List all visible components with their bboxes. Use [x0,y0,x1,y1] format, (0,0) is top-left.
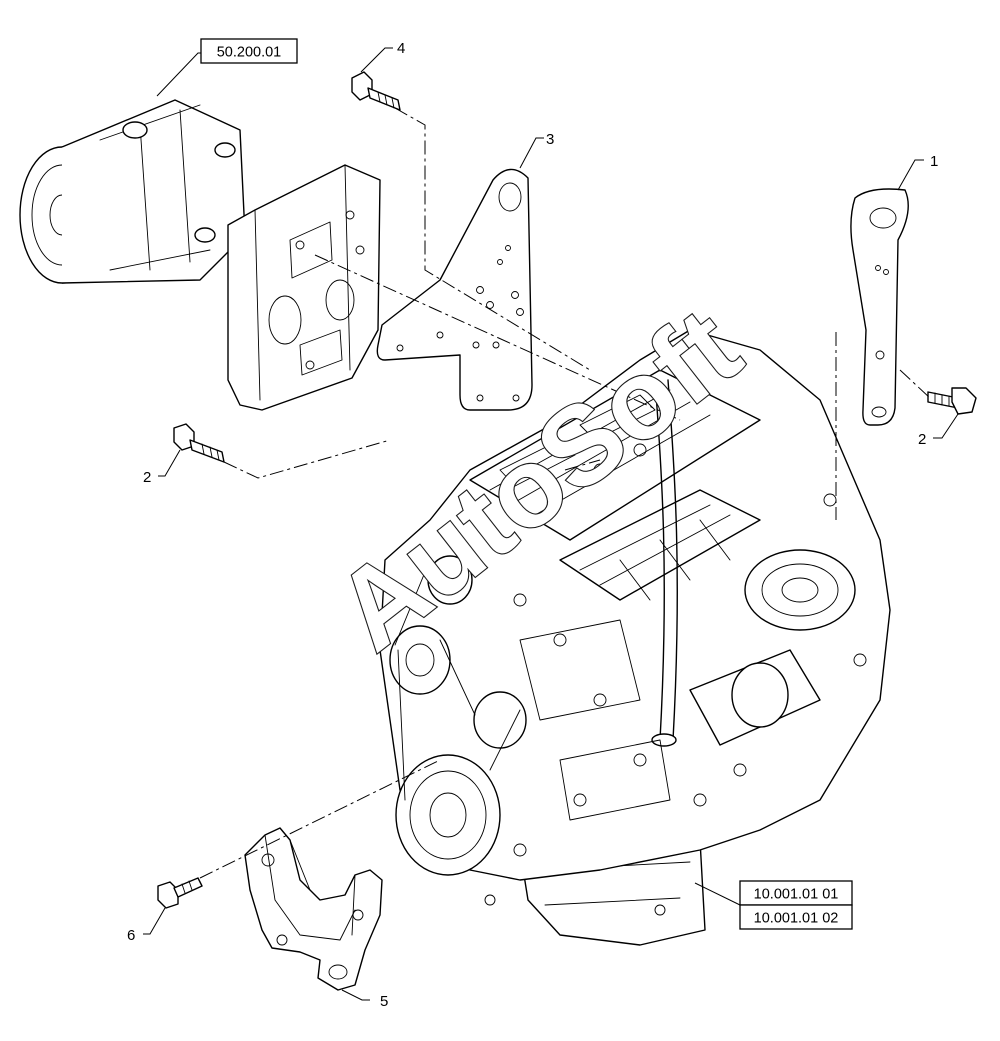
callout-5: 5 [380,993,388,1010]
reference-engine-b: 10.001.01 02 [754,911,839,927]
bolt-2-left [173,423,225,463]
reference-box-compressor: 50.200.01 [200,38,298,64]
compressor-mount-bracket [227,164,381,411]
callout-numbers: 1 2 2 3 4 5 6 [127,40,938,1010]
bolt-2-right [927,387,977,415]
bolt-6 [157,877,203,909]
callout-2-left: 2 [143,469,151,486]
callout-6: 6 [127,927,135,944]
part-5-front-mount-bracket [244,827,383,991]
part-1-arm-bracket [850,188,909,426]
reference-engine-a: 10.001.01 01 [754,887,839,903]
callout-4: 4 [397,40,405,57]
engine-assembly [379,329,891,946]
callout-1: 1 [930,153,938,170]
assembly-axis-lines [199,107,931,879]
bolt-4 [351,71,401,111]
callout-3: 3 [546,131,554,148]
callout-2-right: 2 [918,431,926,448]
part-3-bracket-plate [376,168,533,411]
reference-box-engine: 10.001.01 01 10.001.01 02 [739,880,853,930]
ac-compressor [19,99,246,284]
reference-compressor: 50.200.01 [217,45,282,61]
